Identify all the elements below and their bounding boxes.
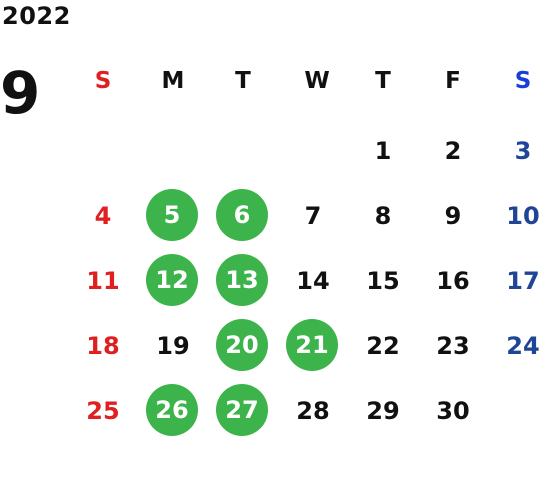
day-cell[interactable]: 11 xyxy=(86,267,120,295)
day-cell[interactable]: 25 xyxy=(86,397,120,425)
year-label: 2022 xyxy=(2,2,71,30)
day-cell[interactable]: 16 xyxy=(436,267,470,295)
day-cell-highlighted[interactable]: 6 xyxy=(216,189,268,241)
day-cell[interactable]: 10 xyxy=(506,202,540,230)
day-cell[interactable]: 1 xyxy=(374,137,392,165)
day-cell[interactable]: 14 xyxy=(296,267,330,295)
day-cell-highlighted[interactable]: 20 xyxy=(216,319,268,371)
day-cell[interactable]: 9 xyxy=(444,202,462,230)
weekday-thursday: T xyxy=(375,67,391,94)
day-cell[interactable]: 7 xyxy=(304,202,322,230)
day-cell[interactable]: 18 xyxy=(86,332,120,360)
day-cell[interactable]: 3 xyxy=(514,137,532,165)
day-cell-highlighted[interactable]: 5 xyxy=(146,189,198,241)
weekday-friday: F xyxy=(445,67,461,94)
day-cell-highlighted[interactable]: 13 xyxy=(216,254,268,306)
weekday-saturday: S xyxy=(514,67,532,94)
weekday-tuesday: T xyxy=(235,67,251,94)
day-cell[interactable]: 4 xyxy=(94,202,112,230)
day-cell[interactable]: 2 xyxy=(444,137,462,165)
day-cell[interactable]: 23 xyxy=(436,332,470,360)
day-cell[interactable]: 8 xyxy=(374,202,392,230)
day-cell[interactable]: 30 xyxy=(436,397,470,425)
day-cell[interactable]: 22 xyxy=(366,332,400,360)
day-cell-highlighted[interactable]: 26 xyxy=(146,384,198,436)
day-cell[interactable]: 17 xyxy=(506,267,540,295)
day-cell[interactable]: 15 xyxy=(366,267,400,295)
weekday-sunday: S xyxy=(94,67,112,94)
day-cell-highlighted[interactable]: 21 xyxy=(286,319,338,371)
day-cell[interactable]: 24 xyxy=(506,332,540,360)
day-cell[interactable]: 19 xyxy=(156,332,190,360)
day-cell-highlighted[interactable]: 12 xyxy=(146,254,198,306)
weekday-monday: M xyxy=(161,67,185,94)
day-cell-highlighted[interactable]: 27 xyxy=(216,384,268,436)
day-cell[interactable]: 29 xyxy=(366,397,400,425)
day-cell[interactable]: 28 xyxy=(296,397,330,425)
month-number: 9 xyxy=(0,59,41,127)
weekday-wednesday: W xyxy=(304,67,330,94)
